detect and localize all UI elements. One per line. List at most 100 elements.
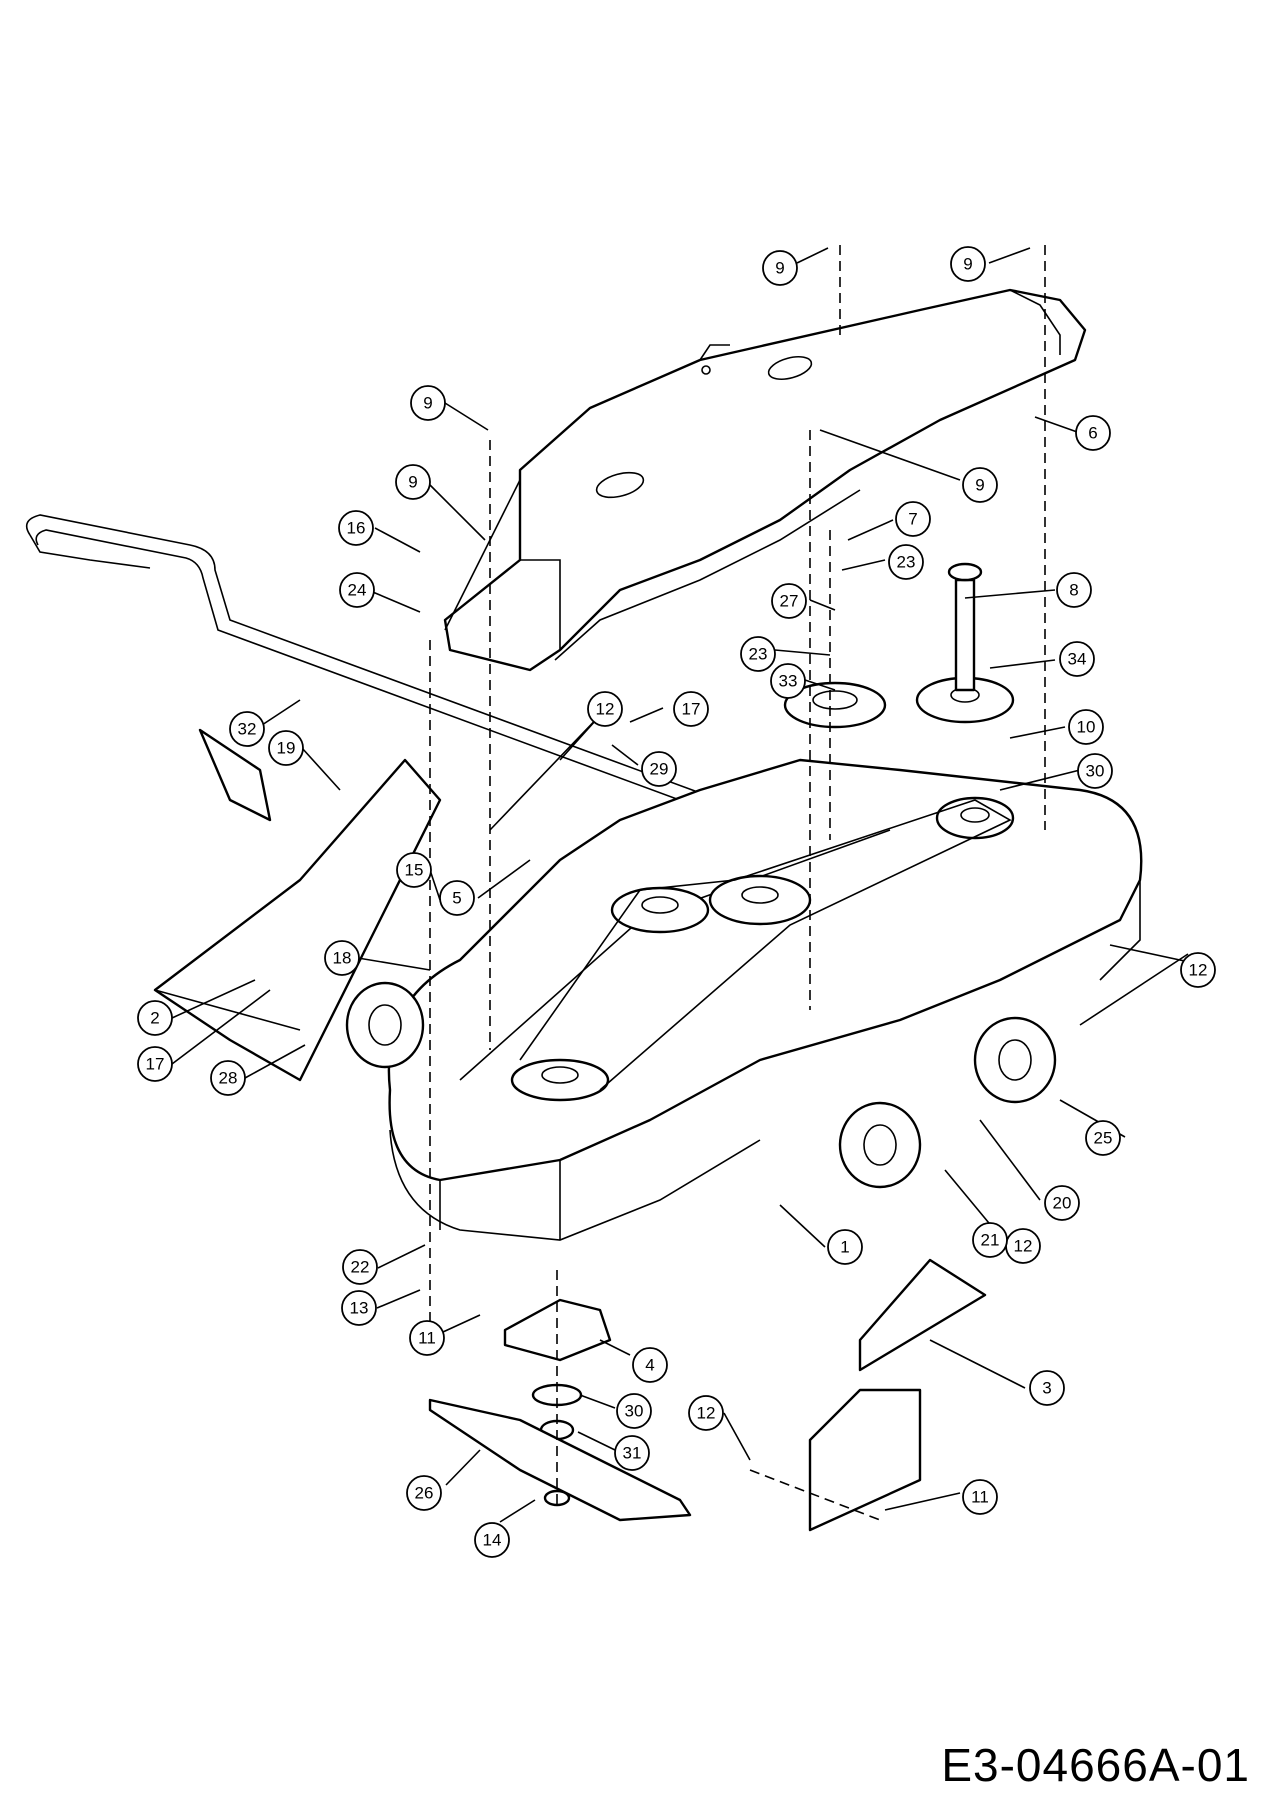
callout-label: 9 — [775, 259, 784, 278]
callout-label: 23 — [897, 553, 916, 572]
callout-19: 19 — [268, 730, 304, 766]
callout-label: 7 — [908, 510, 917, 529]
callout-label: 16 — [347, 519, 366, 538]
callout-label: 30 — [625, 1402, 644, 1421]
callout-label: 29 — [650, 760, 669, 779]
callout-2: 2 — [137, 1000, 173, 1036]
mower-deck — [387, 758, 1143, 1241]
callout-8: 8 — [1056, 572, 1092, 608]
callout-23: 23 — [740, 636, 776, 672]
callout-12: 12 — [587, 691, 623, 727]
callout-label: 22 — [351, 1258, 370, 1277]
callout-3: 3 — [1029, 1370, 1065, 1406]
assembly-lines — [429, 245, 1046, 1521]
callout-label: 23 — [749, 645, 768, 664]
callout-label: 13 — [350, 1299, 369, 1318]
callout-label: 31 — [623, 1444, 642, 1463]
callout-label: 11 — [971, 1488, 989, 1507]
callout-32: 32 — [229, 711, 265, 747]
deck-pulleys — [510, 796, 1015, 1102]
callout-label: 5 — [452, 889, 461, 908]
callout-12: 12 — [1005, 1228, 1041, 1264]
callout-25: 25 — [1085, 1120, 1121, 1156]
callout-9: 9 — [395, 464, 431, 500]
callout-23: 23 — [888, 544, 924, 580]
callout-28: 28 — [210, 1060, 246, 1096]
callout-label: 33 — [779, 672, 798, 691]
callout-label: 11 — [418, 1329, 436, 1348]
callout-9: 9 — [762, 250, 798, 286]
callout-6: 6 — [1075, 415, 1111, 451]
callout-33: 33 — [770, 663, 806, 699]
callout-label: 15 — [405, 861, 424, 880]
callout-label: 12 — [1014, 1237, 1033, 1256]
callout-label: 32 — [238, 720, 257, 739]
callout-9: 9 — [410, 385, 446, 421]
callout-label: 12 — [596, 700, 615, 719]
callout-27: 27 — [771, 583, 807, 619]
callout-label: 27 — [780, 592, 799, 611]
callout-label: 9 — [408, 473, 417, 492]
callout-label: 12 — [1189, 961, 1208, 980]
callout-20: 20 — [1044, 1185, 1080, 1221]
callout-label: 34 — [1068, 650, 1087, 669]
callout-label: 12 — [697, 1404, 716, 1423]
discharge-deflector — [153, 728, 442, 1082]
callout-14: 14 — [474, 1522, 510, 1558]
callout-10: 10 — [1068, 709, 1104, 745]
callout-label: 14 — [483, 1531, 502, 1550]
callout-30: 30 — [1077, 753, 1113, 789]
callout-11: 11 — [962, 1479, 998, 1515]
callout-label: 24 — [348, 581, 367, 600]
callout-30: 30 — [616, 1393, 652, 1429]
callout-label: 18 — [333, 949, 352, 968]
callout-label: 3 — [1042, 1379, 1051, 1398]
callout-22: 22 — [342, 1249, 378, 1285]
callout-label: 25 — [1094, 1129, 1113, 1148]
callout-9: 9 — [962, 467, 998, 503]
callout-label: 2 — [150, 1009, 159, 1028]
callout-12: 12 — [1180, 952, 1216, 988]
callout-34: 34 — [1059, 641, 1095, 677]
callout-label: 17 — [682, 700, 701, 719]
callout-4: 4 — [632, 1347, 668, 1383]
idler-pulleys — [783, 562, 1015, 729]
callout-1: 1 — [827, 1229, 863, 1265]
callout-label: 26 — [415, 1484, 434, 1503]
callout-7: 7 — [895, 501, 931, 537]
drawing-number: E3-04666A-01 — [941, 1739, 1250, 1791]
callout-label: 30 — [1086, 762, 1105, 781]
callout-17: 17 — [673, 691, 709, 727]
callout-label: 19 — [277, 739, 296, 758]
callout-13: 13 — [341, 1290, 377, 1326]
callout-15: 15 — [396, 852, 432, 888]
callout-label: 17 — [146, 1055, 165, 1074]
callout-11: 11 — [409, 1320, 445, 1356]
callout-29: 29 — [641, 751, 677, 787]
callout-label: 28 — [219, 1069, 238, 1088]
deck-cover — [443, 288, 1087, 672]
callout-label: 8 — [1069, 581, 1078, 600]
spindle-and-blade — [428, 1298, 692, 1522]
callout-layer — [171, 247, 1204, 1523]
callout-21: 21 — [972, 1222, 1008, 1258]
callout-label: 9 — [423, 394, 432, 413]
callout-18: 18 — [324, 940, 360, 976]
callout-9: 9 — [950, 246, 986, 282]
callout-label: 20 — [1053, 1194, 1072, 1213]
callout-5: 5 — [439, 880, 475, 916]
gauge-wheels — [345, 981, 1057, 1189]
callout-24: 24 — [339, 572, 375, 608]
belt-handle — [25, 514, 1006, 919]
callout-17: 17 — [137, 1046, 173, 1082]
callout-label: 6 — [1088, 424, 1097, 443]
callout-label: 10 — [1077, 718, 1096, 737]
callout-12: 12 — [688, 1395, 724, 1431]
callout-label: 1 — [840, 1238, 849, 1257]
chute-flap — [808, 1258, 987, 1532]
callout-label: 9 — [963, 255, 972, 274]
callout-31: 31 — [614, 1435, 650, 1471]
callout-26: 26 — [406, 1475, 442, 1511]
